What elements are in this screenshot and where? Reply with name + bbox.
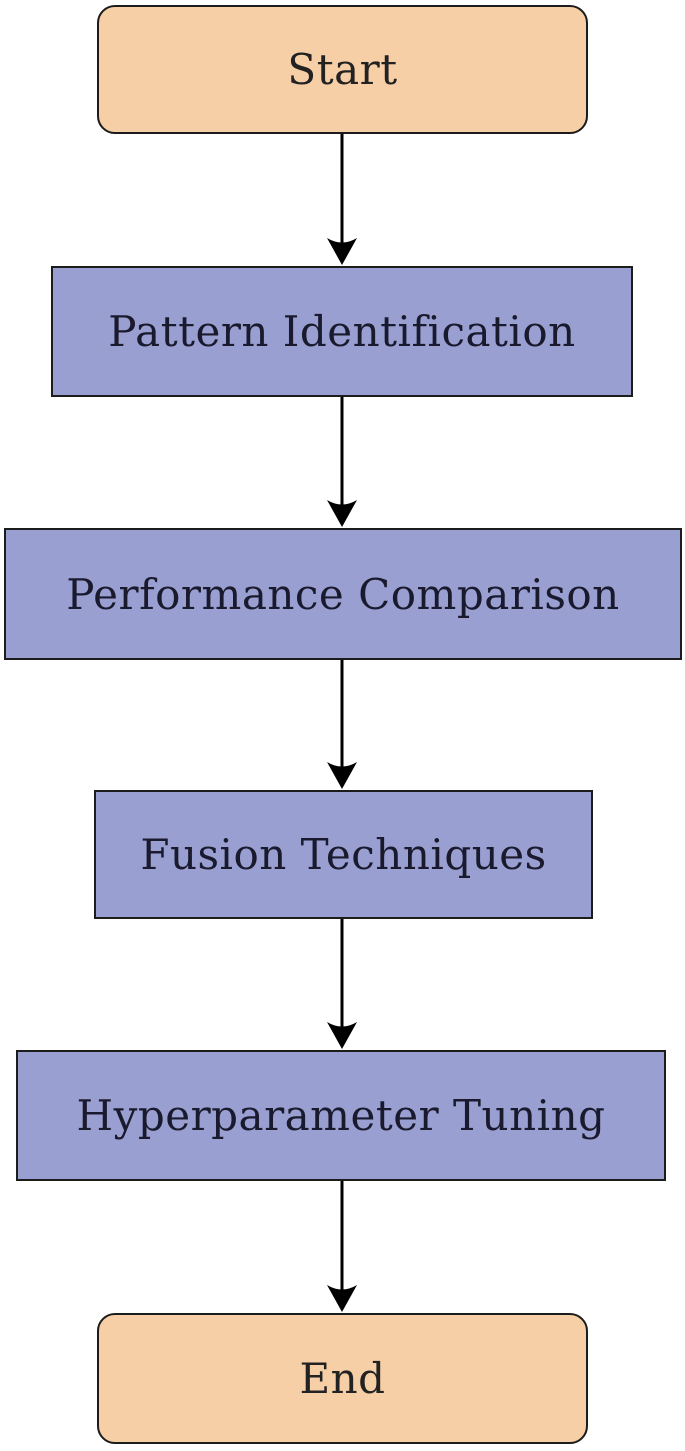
end-node: End bbox=[97, 1313, 588, 1444]
fusion-techniques-node: Fusion Techniques bbox=[94, 790, 593, 919]
pattern-identification-node: Pattern Identification bbox=[51, 266, 633, 397]
pattern-identification-label: Pattern Identification bbox=[108, 307, 576, 356]
hyperparameter-tuning-label: Hyperparameter Tuning bbox=[76, 1091, 606, 1140]
start-node: Start bbox=[97, 5, 588, 134]
performance-comparison-node: Performance Comparison bbox=[4, 528, 682, 660]
performance-comparison-label: Performance Comparison bbox=[66, 569, 620, 619]
start-node-label: Start bbox=[287, 45, 398, 94]
hyperparameter-tuning-node: Hyperparameter Tuning bbox=[16, 1050, 666, 1181]
end-node-label: End bbox=[299, 1354, 386, 1403]
fusion-techniques-label: Fusion Techniques bbox=[140, 830, 547, 879]
